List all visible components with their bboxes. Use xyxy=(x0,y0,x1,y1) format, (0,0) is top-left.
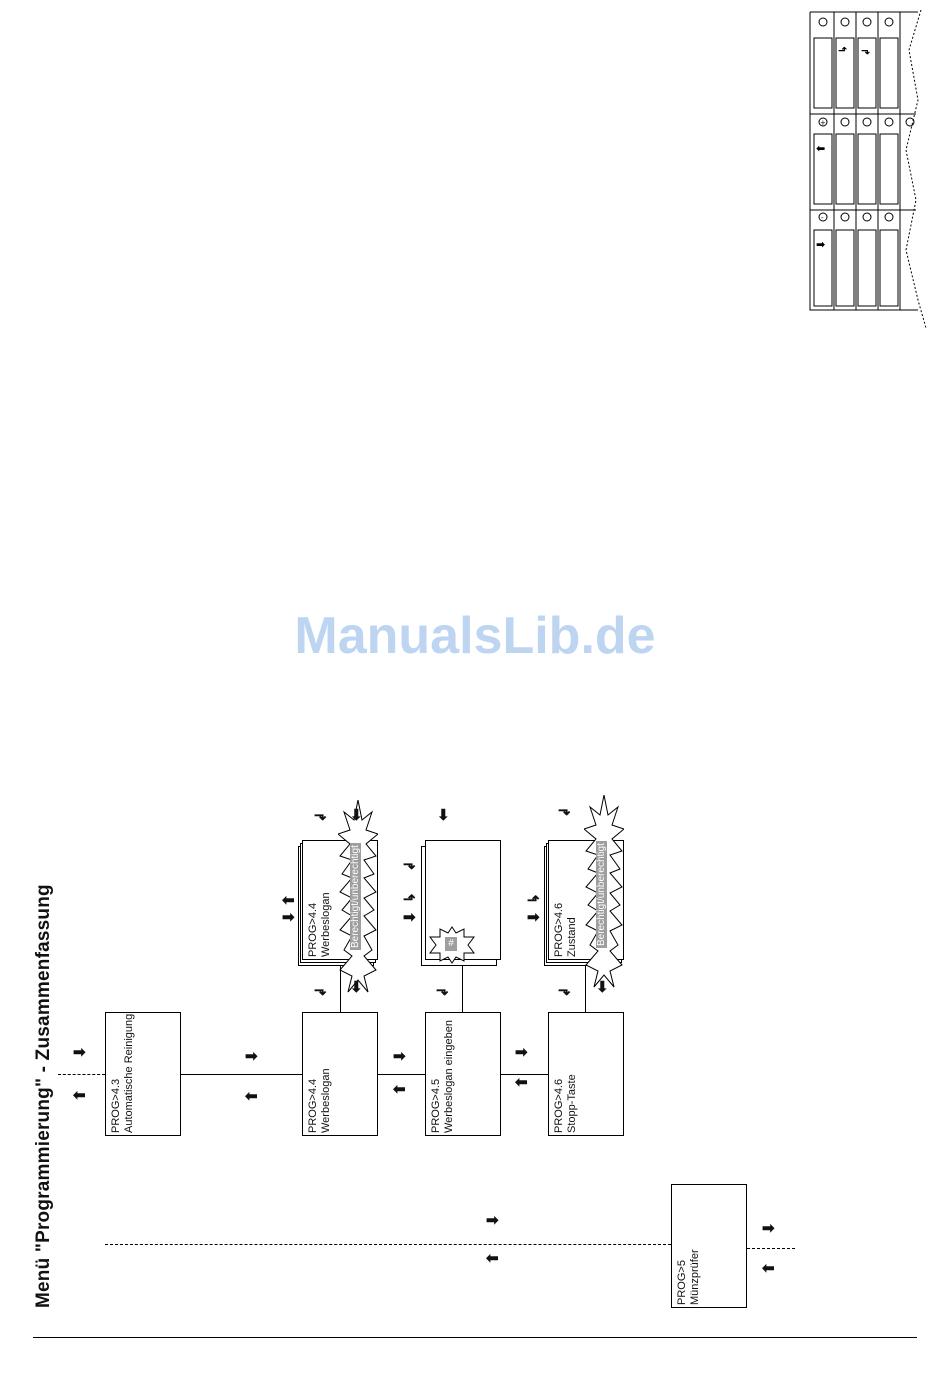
page-title: Menü "Programmierung" - Zusammenfassung xyxy=(33,884,54,1308)
arrow-right-icon: ➡ xyxy=(245,1048,258,1065)
arrow-down-icon: ⬇ xyxy=(350,979,363,996)
svg-text:➡: ➡ xyxy=(816,238,825,251)
arrow-left-icon: ⬅ xyxy=(393,1081,406,1098)
arrow-right-icon: ➡ xyxy=(282,909,295,926)
status-badge: Berechtigt/unberechtigt xyxy=(350,843,361,950)
arrow-right-icon: ➡ xyxy=(515,1044,528,1061)
arrow-left-icon: ⬅ xyxy=(486,1250,499,1267)
arrow-down-icon: ⬇ xyxy=(350,807,363,824)
arrow-left-icon: ⬅ xyxy=(762,1260,775,1277)
menu-box-prog-4-3: PROG>4.3 Automatische Reinigung xyxy=(105,1012,181,1136)
menu-box-prog-4-4: PROG>4.4 Werbeslogan xyxy=(302,1012,378,1136)
connector-line xyxy=(501,1074,548,1075)
arrow-down-icon: ⬎ xyxy=(436,982,449,999)
menu-box-label: Werbeslogan xyxy=(320,1068,332,1133)
svg-text:⬅: ⬅ xyxy=(816,142,825,155)
connector-dashed-line xyxy=(105,1244,671,1245)
connector-line xyxy=(747,1248,795,1249)
watermark: ManualsLib.de xyxy=(294,607,656,665)
page-footer-rule xyxy=(33,1337,917,1338)
arrow-right-icon: ➡ xyxy=(403,909,416,926)
sub-box-label: Zustand xyxy=(566,917,578,957)
menu-box-code: PROG>5 xyxy=(676,1260,688,1305)
arrow-down-icon: ⬎ xyxy=(403,856,416,873)
connector-line xyxy=(58,1074,105,1075)
connector-line xyxy=(462,965,463,1012)
connector-line xyxy=(340,965,341,1012)
svg-text:-: - xyxy=(821,214,824,222)
sub-box-code: PROG>4.4 xyxy=(307,902,319,957)
arrow-down-icon: ⬎ xyxy=(314,807,327,824)
status-badge: Berechtigt/unberechtigt xyxy=(596,841,607,948)
svg-text:+: + xyxy=(820,119,826,127)
arrow-down-icon: ⬇ xyxy=(437,807,450,824)
sub-box-code: PROG>4.6 xyxy=(553,902,565,957)
arrow-down-icon: ⬎ xyxy=(558,982,571,999)
connector-line xyxy=(181,1074,302,1075)
arrow-up-icon: ⬏ xyxy=(403,891,416,908)
arrow-right-icon: ➡ xyxy=(527,909,540,926)
arrow-right-icon: ➡ xyxy=(73,1044,86,1061)
menu-box-code: PROG>4.5 xyxy=(430,1078,442,1133)
menu-box-label: Münzprüfer xyxy=(689,1249,701,1305)
arrow-left-icon: ⬅ xyxy=(282,892,295,909)
arrow-down-icon: ⬇ xyxy=(596,979,609,996)
arrow-down-icon: ⬎ xyxy=(314,982,327,999)
menu-box-prog-5: PROG>5 Münzprüfer xyxy=(671,1184,747,1308)
menu-box-code: PROG>4.4 xyxy=(307,1078,319,1133)
menu-box-prog-4-6: PROG>4.6 Stopp-Taste xyxy=(548,1012,624,1136)
arrow-right-icon: ➡ xyxy=(486,1212,499,1229)
cursor-badge: # xyxy=(445,937,457,951)
arrow-left-icon: ⬅ xyxy=(73,1087,86,1104)
menu-box-code: PROG>4.6 xyxy=(553,1078,565,1133)
svg-text:⬎: ⬎ xyxy=(861,44,870,57)
menu-box-prog-4-5: PROG>4.5 Werbeslogan eingeben xyxy=(425,1012,501,1136)
arrow-left-icon: ⬅ xyxy=(515,1074,528,1091)
menu-box-label: Werbeslogan eingeben xyxy=(443,1020,455,1133)
arrow-up-icon: ⬏ xyxy=(527,892,540,909)
sub-box-label: Werbeslogan xyxy=(320,892,332,957)
arrow-down-icon: ⬎ xyxy=(558,802,571,819)
menu-box-label: Automatische Reinigung xyxy=(123,1013,135,1133)
menu-box-label: Stopp-Taste xyxy=(566,1074,578,1133)
arrow-left-icon: ⬅ xyxy=(245,1088,258,1105)
connector-line xyxy=(378,1074,425,1075)
menu-box-code: PROG>4.3 xyxy=(110,1078,122,1133)
connector-line xyxy=(585,965,586,1012)
arrow-right-icon: ➡ xyxy=(393,1048,406,1065)
keypad-panel-illustration: ⬏ ⬎ ⬅ ➡ + - xyxy=(809,10,927,329)
svg-text:⬏: ⬏ xyxy=(838,44,847,57)
arrow-right-icon: ➡ xyxy=(762,1220,775,1237)
